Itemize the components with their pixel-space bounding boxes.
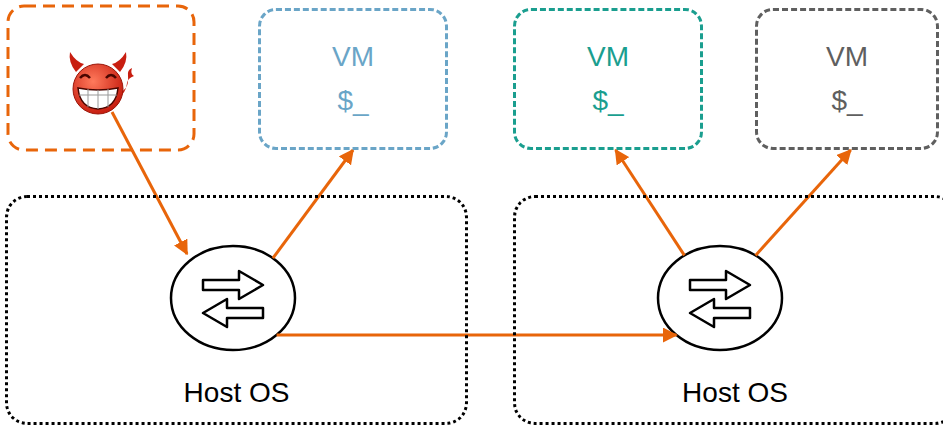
vm-box: VM $_ (258, 8, 448, 150)
host-os-box: Host OS (5, 195, 468, 425)
flow-arrow (277, 334, 677, 337)
devil-icon (70, 52, 134, 114)
flow-arrow (616, 150, 685, 255)
switch-symbol (171, 246, 295, 350)
attack-arrow (112, 112, 187, 254)
vm-label: VM (587, 40, 629, 74)
host-label: Host OS (516, 376, 943, 410)
vm-label: VM (332, 40, 374, 74)
flow-arrow (273, 150, 353, 258)
flow-arrow (756, 150, 851, 255)
switch-symbol (658, 246, 782, 350)
vm-label: VM (826, 40, 868, 74)
prompt-label: $_ (337, 84, 368, 118)
vm-box: VM $_ (513, 8, 703, 150)
prompt-label: $_ (592, 84, 623, 118)
prompt-label: $_ (831, 84, 862, 118)
host-label: Host OS (8, 376, 465, 410)
host-os-box: Host OS (513, 195, 943, 425)
vm-box: VM $_ (755, 8, 939, 150)
attacker-box (8, 6, 194, 150)
